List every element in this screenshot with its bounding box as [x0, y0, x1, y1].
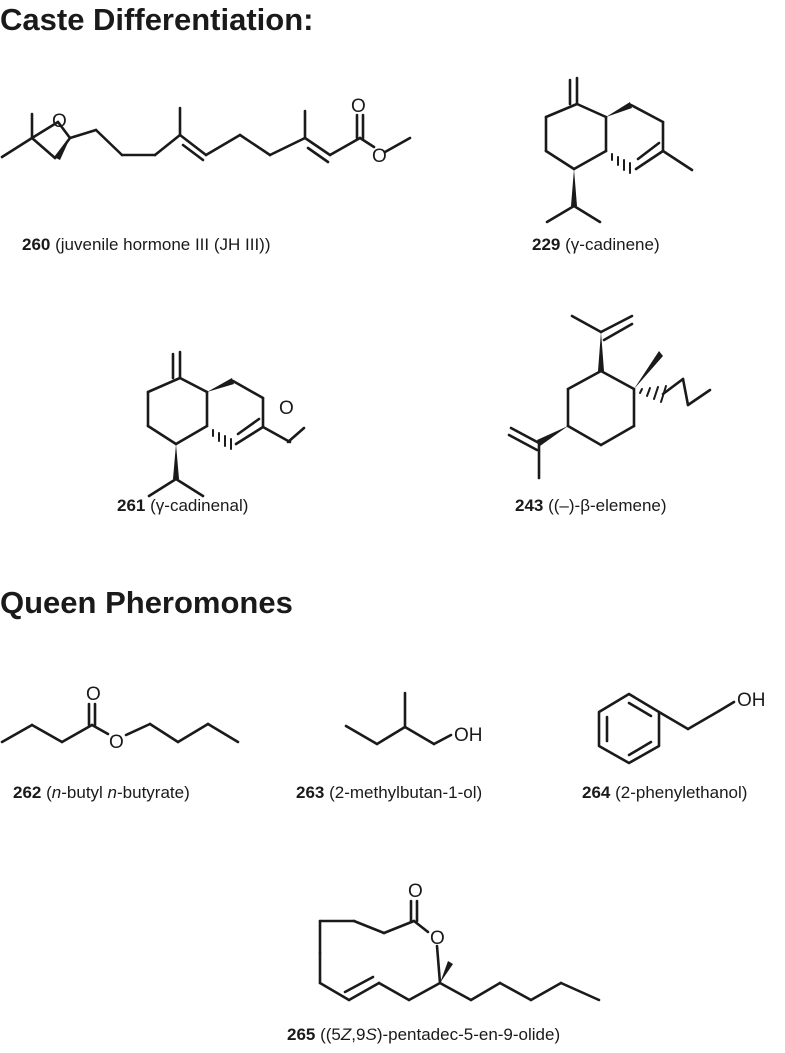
structure-260-jh-iii — [0, 106, 412, 164]
caption-262: 262 (n-butyl n-butyrate) — [13, 784, 190, 801]
structure-263-2-methylbutan-1-ol — [344, 691, 453, 746]
atom-label-oxygen: O — [430, 928, 445, 949]
compound-name: (juvenile hormone III (JH III)) — [55, 235, 271, 254]
caption-229: 229 (γ-cadinene) — [532, 236, 660, 253]
compound-name: (2-methylbutan-1-ol) — [329, 783, 483, 802]
section-heading-caste-differentiation: Caste Differentiation: — [0, 2, 314, 37]
compound-number: 265 — [287, 1025, 316, 1044]
atom-label-oxygen: O — [279, 398, 294, 419]
caption-264: 264 (2-phenylethanol) — [582, 784, 747, 801]
structure-243-beta-elemene — [507, 314, 712, 480]
caption-265: 265 ((5Z,9S)-pentadec-5-en-9-olide) — [287, 1026, 560, 1043]
atom-label-hydroxyl: OH — [454, 725, 483, 746]
atom-label-oxygen: O — [372, 146, 387, 167]
caption-243: 243 ((–)-β-elemene) — [515, 497, 667, 514]
compound-name: (γ-cadinenal) — [150, 496, 249, 515]
atom-label-oxygen: O — [86, 684, 101, 705]
caption-260: 260 (juvenile hormone III (JH III)) — [22, 236, 271, 253]
compound-name: (2-phenylethanol) — [615, 783, 748, 802]
structure-229-gamma-cadinene — [544, 76, 694, 224]
section-heading-queen-pheromones: Queen Pheromones — [0, 585, 293, 620]
atom-label-oxygen: O — [351, 96, 366, 117]
caption-263: 263 (2-methylbutan-1-ol) — [296, 784, 482, 801]
caption-261: 261 (γ-cadinenal) — [117, 497, 248, 514]
atom-label-hydroxyl: OH — [737, 690, 766, 711]
structure-265-pentadecenolide — [318, 899, 601, 1002]
atom-label-oxygen: O — [109, 732, 124, 753]
compound-number: 264 — [582, 783, 611, 802]
compound-number: 229 — [532, 235, 561, 254]
compound-number: 261 — [117, 496, 146, 515]
compound-name: ((5Z,9S)-pentadec-5-en-9-olide) — [320, 1025, 561, 1044]
compound-number: 262 — [13, 783, 42, 802]
compound-name: ((–)-β-elemene) — [548, 496, 667, 515]
compound-name: (γ-cadinene) — [565, 235, 660, 254]
compound-number: 263 — [296, 783, 325, 802]
structure-264-2-phenylethanol — [597, 692, 736, 765]
compound-name: (n-butyl n-butyrate) — [46, 783, 190, 802]
structure-261-gamma-cadinenal — [146, 350, 306, 498]
compound-number: 243 — [515, 496, 544, 515]
compound-number: 260 — [22, 235, 51, 254]
structure-262-n-butyl-n-butyrate — [0, 702, 240, 744]
atom-label-oxygen: O — [408, 881, 423, 902]
atom-label-oxygen: O — [52, 111, 67, 132]
